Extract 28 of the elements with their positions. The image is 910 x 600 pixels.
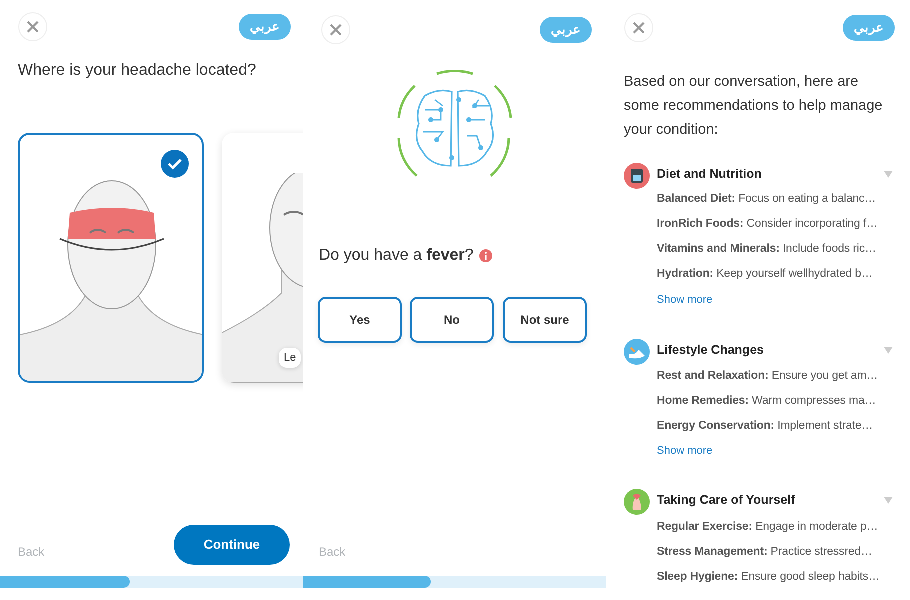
recommendation-text: Home Remedies: Warm compresses ma… (657, 395, 876, 407)
recommendation-text: Energy Conservation: Implement strate… (657, 420, 874, 432)
recommendation-text: Regular Exercise: Engage in moderate p… (657, 521, 878, 533)
answer-button: Yes (318, 297, 402, 343)
recommendation-text: Rest and Relaxation: Ensure you get am… (657, 370, 878, 382)
recommendation-text: Sleep Hygiene: Ensure good sleep habits… (657, 571, 880, 583)
back-link: Back (18, 545, 45, 559)
section-heading: Diet and Nutrition (657, 167, 762, 181)
show-more-link: Show more (657, 294, 713, 306)
back-link: Back (319, 545, 346, 559)
section-heading: Lifestyle Changes (657, 343, 764, 357)
answer-button: No (410, 297, 494, 343)
question-text: Where is your headache located? (18, 62, 256, 80)
show-more-link: Show more (657, 445, 713, 457)
recommendation-text: Balanced Diet: Focus on eating a balanc… (657, 193, 876, 205)
intro-paragraph: Based on our conversation, here are some recommendations to help manage your condition: (624, 73, 884, 140)
recommendation-text: IronRich Foods: Consider incorporating f… (657, 218, 878, 230)
language-button: عربي (540, 17, 592, 43)
question-text: Do you have a fever? (319, 247, 474, 265)
language-button: عربي (239, 14, 291, 40)
recommendation-text: Hydration: Keep yourself wellhydrated b… (657, 268, 873, 280)
recommendation-text: Vitamins and Minerals: Include foods ric… (657, 243, 876, 255)
option-label: Le (279, 348, 302, 368)
continue-button: Continue (174, 525, 290, 565)
answer-button: Not sure (503, 297, 587, 343)
recommendation-text: Stress Management: Practice stressred… (657, 546, 872, 558)
section-heading: Taking Care of Yourself (657, 493, 796, 507)
language-button: عربي (843, 15, 895, 41)
